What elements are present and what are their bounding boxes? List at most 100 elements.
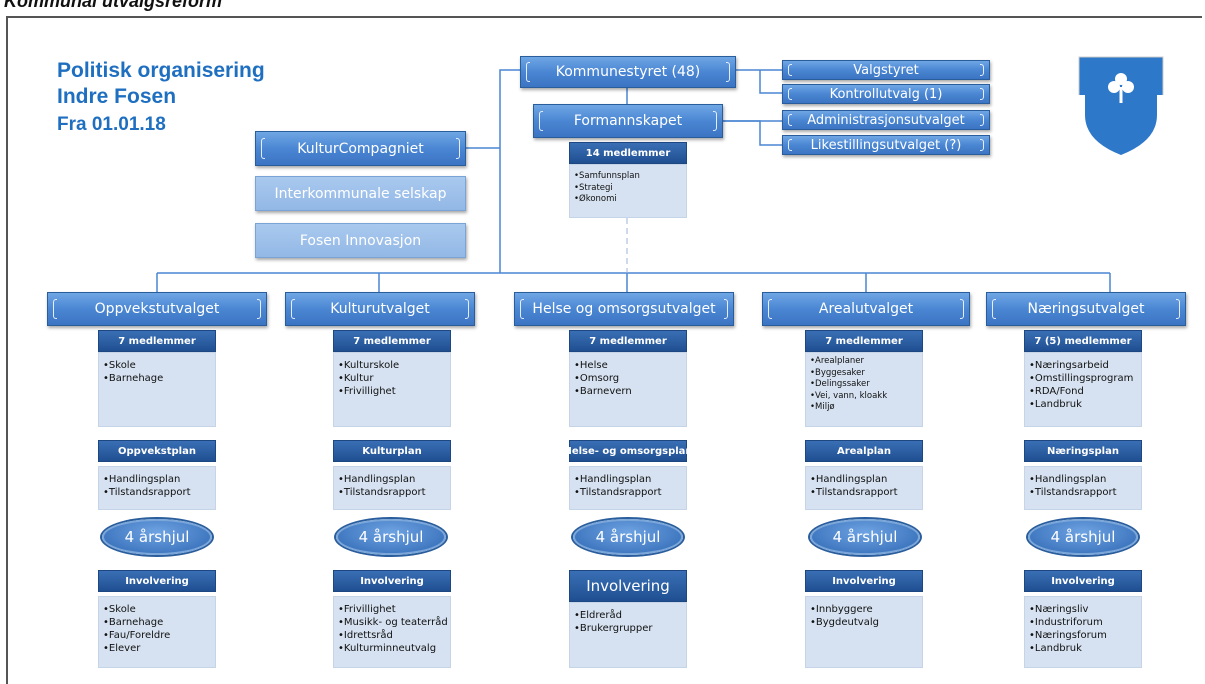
list-item: Tilstandsrapport xyxy=(810,486,922,499)
arshjul-oval[interactable]: 4 årshjul xyxy=(102,519,212,555)
plan-header: Næringsplan xyxy=(1024,440,1142,462)
header-strip: Kommunal utvalgsreform xyxy=(0,0,1205,14)
list-item: Brukergrupper xyxy=(574,622,686,635)
naeringsutvalget-box[interactable]: Næringsutvalget xyxy=(986,292,1186,326)
fosen-innovasjon-box[interactable]: Fosen Innovasjon xyxy=(255,223,466,258)
list-item: Eldreråd xyxy=(574,609,686,622)
kulturcompagniet-box[interactable]: KulturCompagniet xyxy=(255,131,466,166)
list-item: Musikk- og teaterråd xyxy=(338,616,450,629)
plan-header: Kulturplan xyxy=(333,440,451,462)
list-item: Miljø xyxy=(810,402,922,414)
list-item: Frivillighet xyxy=(338,385,450,398)
arshjul-oval[interactable]: 4 årshjul xyxy=(810,519,920,555)
list-item: Tilstandsrapport xyxy=(338,486,450,499)
arshjul-oval[interactable]: 4 årshjul xyxy=(336,519,446,555)
arshjul-oval[interactable]: 4 årshjul xyxy=(1028,519,1138,555)
list-item: Barnehage xyxy=(103,616,215,629)
interkommunale-selskap-box[interactable]: Interkommunale selskap xyxy=(255,176,466,211)
list-item: Samfunnsplan xyxy=(574,171,686,183)
helse-omsorgsutvalget-box[interactable]: Helse og omsorgsutvalget xyxy=(514,292,734,326)
areas-panel: Arealplaner Byggesaker Delingssaker Vei,… xyxy=(805,352,923,427)
list-item: Helse xyxy=(574,359,686,372)
list-item: Landbruk xyxy=(1029,398,1141,411)
list-item: Handlingsplan xyxy=(1029,473,1141,486)
list-item: Tilstandsrapport xyxy=(103,486,215,499)
list-item: Handlingsplan xyxy=(574,473,686,486)
plan-panel: Handlingsplan Tilstandsrapport xyxy=(805,466,923,510)
page-date: Fra 01.01.18 xyxy=(57,114,166,135)
list-item: Byggesaker xyxy=(810,368,922,380)
list-item: Næringsliv xyxy=(1029,603,1141,616)
list-item: Næringsarbeid xyxy=(1029,359,1141,372)
shamrock-shield-icon xyxy=(1077,56,1165,163)
list-item: Innbyggere xyxy=(810,603,922,616)
list-item: Vei, vann, kloakk xyxy=(810,391,922,403)
list-item: Handlingsplan xyxy=(338,473,450,486)
involvement-header: Involvering xyxy=(333,570,451,592)
involvement-panel: Frivillighet Musikk- og teaterråd Idrett… xyxy=(333,596,451,668)
likestillingsutvalget-box[interactable]: Likestillingsutvalget (?) xyxy=(782,135,990,155)
plan-panel: Handlingsplan Tilstandsrapport xyxy=(569,466,687,510)
list-item: Arealplaner xyxy=(810,356,922,368)
members-header: 7 medlemmer xyxy=(333,330,451,352)
arealutvalget-box[interactable]: Arealutvalget xyxy=(762,292,970,326)
list-item: Tilstandsrapport xyxy=(1029,486,1141,499)
plan-header: Oppvekstplan xyxy=(98,440,216,462)
areas-panel: Næringsarbeid Omstillingsprogram RDA/Fon… xyxy=(1024,352,1142,427)
valgstyret-box[interactable]: Valgstyret xyxy=(782,60,990,80)
list-item: Kultur xyxy=(338,372,450,385)
formannskapet-panel: Samfunnsplan Strategi Økonomi xyxy=(569,164,687,218)
list-item: Skole xyxy=(103,359,215,372)
page-subtitle: Indre Fosen xyxy=(57,85,177,108)
kommunestyret-box[interactable]: Kommunestyret (48) xyxy=(520,56,736,88)
list-item: Elever xyxy=(103,642,215,655)
list-item: Økonomi xyxy=(574,194,686,206)
involvement-header: Involvering xyxy=(98,570,216,592)
kulturutvalget-box[interactable]: Kulturutvalget xyxy=(285,292,475,326)
oppvekstutvalget-box[interactable]: Oppvekstutvalget xyxy=(47,292,267,326)
list-item: Frivillighet xyxy=(338,603,450,616)
kontrollutvalg-box[interactable]: Kontrollutvalg (1) xyxy=(782,84,990,104)
members-header: 7 medlemmer xyxy=(805,330,923,352)
involvement-header: Involvering xyxy=(1024,570,1142,592)
list-item: Kulturminneutvalg xyxy=(338,642,450,655)
arshjul-oval[interactable]: 4 årshjul xyxy=(573,519,683,555)
list-item: Strategi xyxy=(574,183,686,195)
list-item: RDA/Fond xyxy=(1029,385,1141,398)
list-item: Industriforum xyxy=(1029,616,1141,629)
involvement-panel: Innbyggere Bygdeutvalg xyxy=(805,596,923,668)
list-item: Handlingsplan xyxy=(103,473,215,486)
areas-panel: Kulturskole Kultur Frivillighet xyxy=(333,352,451,427)
areas-panel: Skole Barnehage xyxy=(98,352,216,427)
page-title: Politisk organisering xyxy=(57,59,265,82)
list-item: Omstillingsprogram xyxy=(1029,372,1141,385)
plan-panel: Handlingsplan Tilstandsrapport xyxy=(1024,466,1142,510)
plan-header: Arealplan xyxy=(805,440,923,462)
involvement-header: Involvering xyxy=(569,570,687,602)
list-item: Idrettsråd xyxy=(338,629,450,642)
areas-panel: Helse Omsorg Barnevern xyxy=(569,352,687,427)
header-strip-text: Kommunal utvalgsreform xyxy=(4,0,223,11)
list-item: Handlingsplan xyxy=(810,473,922,486)
list-item: Tilstandsrapport xyxy=(574,486,686,499)
list-item: Fau/Foreldre xyxy=(103,629,215,642)
list-item: Bygdeutvalg xyxy=(810,616,922,629)
involvement-panel: Eldreråd Brukergrupper xyxy=(569,602,687,668)
list-item: Landbruk xyxy=(1029,642,1141,655)
plan-panel: Handlingsplan Tilstandsrapport xyxy=(333,466,451,510)
members-header: 7 (5) medlemmer xyxy=(1024,330,1142,352)
list-item: Delingssaker xyxy=(810,379,922,391)
plan-panel: Handlingsplan Tilstandsrapport xyxy=(98,466,216,510)
diagram-frame xyxy=(6,16,1202,684)
involvement-header: Involvering xyxy=(805,570,923,592)
list-item: Kulturskole xyxy=(338,359,450,372)
plan-header: Helse- og omsorgsplan xyxy=(563,440,693,462)
line-spine xyxy=(499,69,520,273)
administrasjonsutvalget-box[interactable]: Administrasjonsutvalget xyxy=(782,110,990,130)
list-item: Skole xyxy=(103,603,215,616)
list-item: Næringsforum xyxy=(1029,629,1141,642)
list-item: Omsorg xyxy=(574,372,686,385)
formannskapet-box[interactable]: Formannskapet xyxy=(533,104,723,138)
list-item: Barnehage xyxy=(103,372,215,385)
